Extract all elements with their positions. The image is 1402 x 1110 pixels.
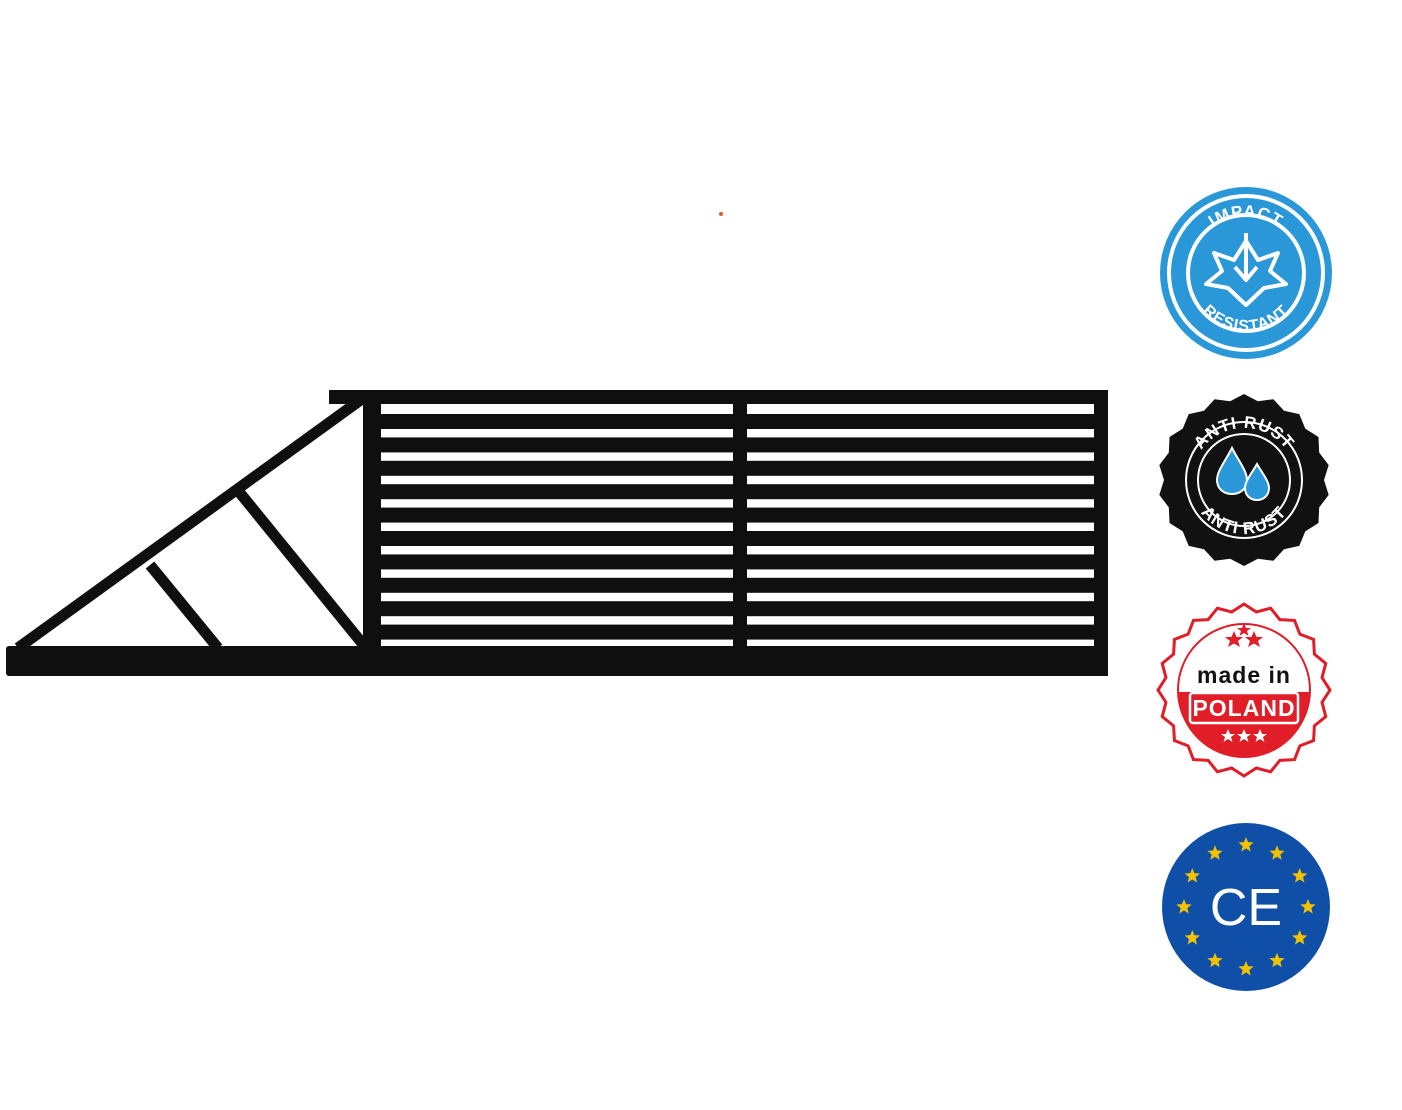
eu-star <box>1300 899 1316 914</box>
gate-slat <box>381 460 733 476</box>
gate-slat <box>381 648 733 663</box>
gate-slat <box>747 554 1094 570</box>
eu-star <box>1184 930 1200 945</box>
gate-slat <box>381 577 733 593</box>
gate-slat <box>381 484 733 500</box>
anti-rust-badge: ANTI RUST ANTI RUST <box>1159 394 1329 566</box>
eu-star <box>1292 930 1308 945</box>
eu-star <box>1184 868 1200 883</box>
eu-star <box>1207 952 1223 968</box>
gate-slat <box>747 460 1094 476</box>
gate-slat <box>747 531 1094 546</box>
eu-star <box>1292 868 1308 883</box>
gate-slat <box>747 507 1094 523</box>
eu-star <box>1207 845 1223 860</box>
gate-slat <box>747 437 1094 453</box>
orange-dot <box>719 212 723 216</box>
gate-slat <box>747 624 1094 640</box>
gate-slat <box>747 414 1094 429</box>
gate-slat <box>381 601 733 617</box>
gate-slat <box>381 531 733 546</box>
gate-slat <box>381 507 733 523</box>
gate-slat <box>381 437 733 453</box>
gate-slat <box>381 414 733 429</box>
impact-arrow-icon <box>1204 233 1288 307</box>
impact-resistant-badge: IMPACT RESISTANT <box>1160 187 1332 359</box>
water-drops-icon <box>1215 445 1271 502</box>
eu-star <box>1269 952 1285 968</box>
ce-badge: CE <box>1162 823 1330 991</box>
made-in-text: made in <box>1197 662 1291 688</box>
eu-star <box>1238 837 1254 852</box>
gate-slat <box>381 554 733 570</box>
poland-text: POLAND <box>1192 695 1295 721</box>
gate-slat <box>747 484 1094 500</box>
made-in-poland-badge: made in POLAND <box>1156 602 1332 778</box>
ce-mark-text: CE <box>1210 879 1282 937</box>
sliding-gate-illustration <box>6 390 1108 676</box>
eu-star <box>1238 961 1254 976</box>
eu-star <box>1269 845 1285 860</box>
eu-stars-icon <box>1176 837 1316 976</box>
gate-slat <box>381 624 733 640</box>
gate-slat <box>747 577 1094 593</box>
stars-icon <box>1225 623 1263 647</box>
gate-slat <box>747 648 1094 663</box>
gate-slat <box>747 601 1094 617</box>
eu-star <box>1176 899 1192 914</box>
